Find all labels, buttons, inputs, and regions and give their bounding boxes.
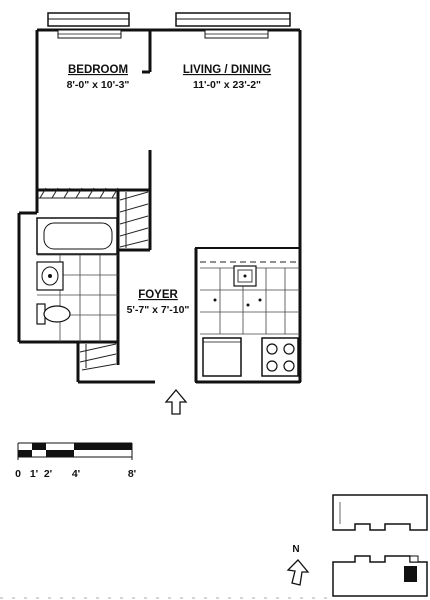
lower-closet-hatch: [79, 343, 117, 371]
refrigerator-icon: [202, 337, 242, 377]
key-plan-lower: [332, 555, 428, 597]
sink-icon: [36, 261, 64, 291]
kitchen: [195, 247, 301, 383]
stove-icon: [261, 337, 299, 377]
scale-label-8: 8': [128, 468, 136, 480]
bedroom-closet-hatch: [37, 187, 119, 199]
living-dining-dimensions: 11'-0" x 23'-2": [193, 79, 261, 91]
unit-location-marker: [404, 566, 417, 582]
bedroom-label: BEDROOM: [68, 64, 128, 76]
scale-label-1: 1': [30, 468, 38, 480]
bathtub-icon: [36, 217, 118, 255]
scale-label-0: 0: [15, 468, 21, 480]
bedroom-window: [47, 12, 130, 39]
scale-label-2: 2': [44, 468, 52, 480]
foyer-dimensions: 5'-7" x 7'-10": [127, 304, 190, 316]
scale-bar: [17, 442, 133, 460]
foyer-closet-hatch: [119, 191, 149, 248]
living-window: [175, 12, 291, 39]
kitchen-sink-icon: [233, 265, 257, 287]
north-arrow-icon: [286, 559, 310, 586]
entry-arrow-icon: [164, 388, 188, 415]
bathroom: [36, 217, 118, 342]
north-label: N: [292, 544, 299, 555]
foyer-label: FOYER: [138, 289, 178, 301]
scale-label-4: 4': [72, 468, 80, 480]
living-dining-label: LIVING / DINING: [183, 64, 271, 76]
kitchen-tile-grid: [200, 267, 300, 335]
bedroom-dimensions: 8'-0" x 10'-3": [67, 79, 130, 91]
toilet-icon: [36, 303, 71, 325]
key-plan-upper: [332, 494, 428, 531]
